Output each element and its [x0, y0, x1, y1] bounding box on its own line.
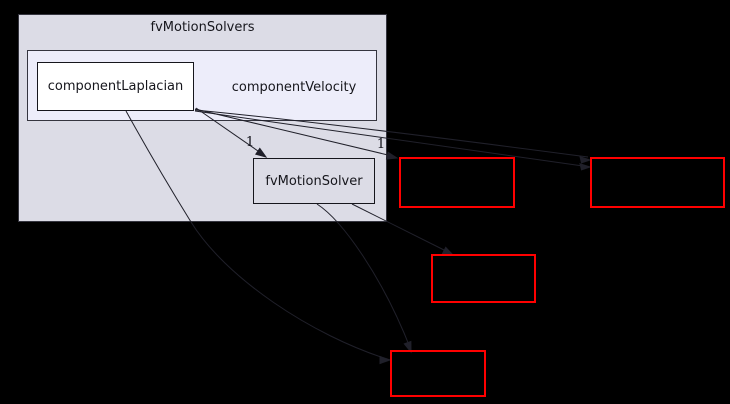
node-external-dependency-4[interactable]	[390, 350, 486, 397]
node-external-dependency-2[interactable]	[590, 157, 725, 208]
node-componentLaplacian[interactable]: componentLaplacian	[37, 62, 194, 111]
node-external-dependency-3[interactable]	[431, 254, 536, 303]
node-componentLaplacian-label: componentLaplacian	[47, 79, 184, 94]
arrowhead-external-4	[379, 355, 392, 365]
cluster-fvMotionSolvers-label[interactable]: fvMotionSolvers	[150, 20, 255, 35]
cluster-componentVelocity-label[interactable]: componentVelocity	[231, 80, 357, 95]
edge-multiplicity-label-2[interactable]: 1	[376, 137, 386, 152]
node-external-dependency-1[interactable]	[399, 157, 515, 208]
arrowhead-external-2b	[579, 163, 592, 171]
node-fvMotionSolver[interactable]: fvMotionSolver	[253, 158, 375, 204]
arrowhead-external-1	[385, 151, 399, 160]
arrowhead-external-2a	[579, 156, 592, 164]
edge-multiplicity-label-1[interactable]: 1	[245, 135, 255, 150]
node-fvMotionSolver-label: fvMotionSolver	[265, 173, 363, 189]
edge-fvMotionSolver-to-external-4	[316, 203, 412, 351]
